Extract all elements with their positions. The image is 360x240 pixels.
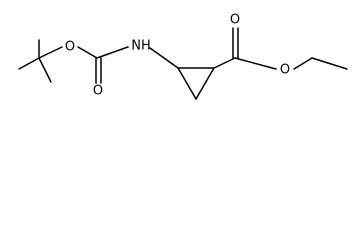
atom-label-o-ethyl-ether: O: [280, 63, 290, 78]
bond-ethyl-methyl: [311, 57, 348, 70]
atom-label-o-carbamate-carbonyl: O: [93, 84, 103, 99]
atom-label-o-tbu-ether: O: [65, 40, 75, 55]
bond-ester-carbon-to-oxygen: [234, 57, 277, 70]
bond-ring-right: [195, 67, 215, 100]
bond-tbu-methyl-left: [18, 57, 40, 70]
chemical-structure: O O NH O O: [18, 13, 348, 100]
atom-label-o-ester-carbonyl: O: [230, 13, 240, 28]
bond-tbu-methyl-bottom: [38, 57, 52, 83]
bond-ring-to-ester-carbon: [213, 57, 236, 69]
bond-nh-to-ring: [149, 47, 179, 69]
bond-oxygen-to-carbamate-carbon: [77, 46, 98, 59]
bond-tbu-to-oxygen: [38, 46, 63, 59]
atom-label-nh: NH: [131, 39, 151, 54]
bond-oxygen-to-ethyl: [293, 57, 313, 70]
bond-carbamate-carbon-to-nh: [96, 46, 129, 59]
bond-ring-left: [177, 67, 197, 100]
